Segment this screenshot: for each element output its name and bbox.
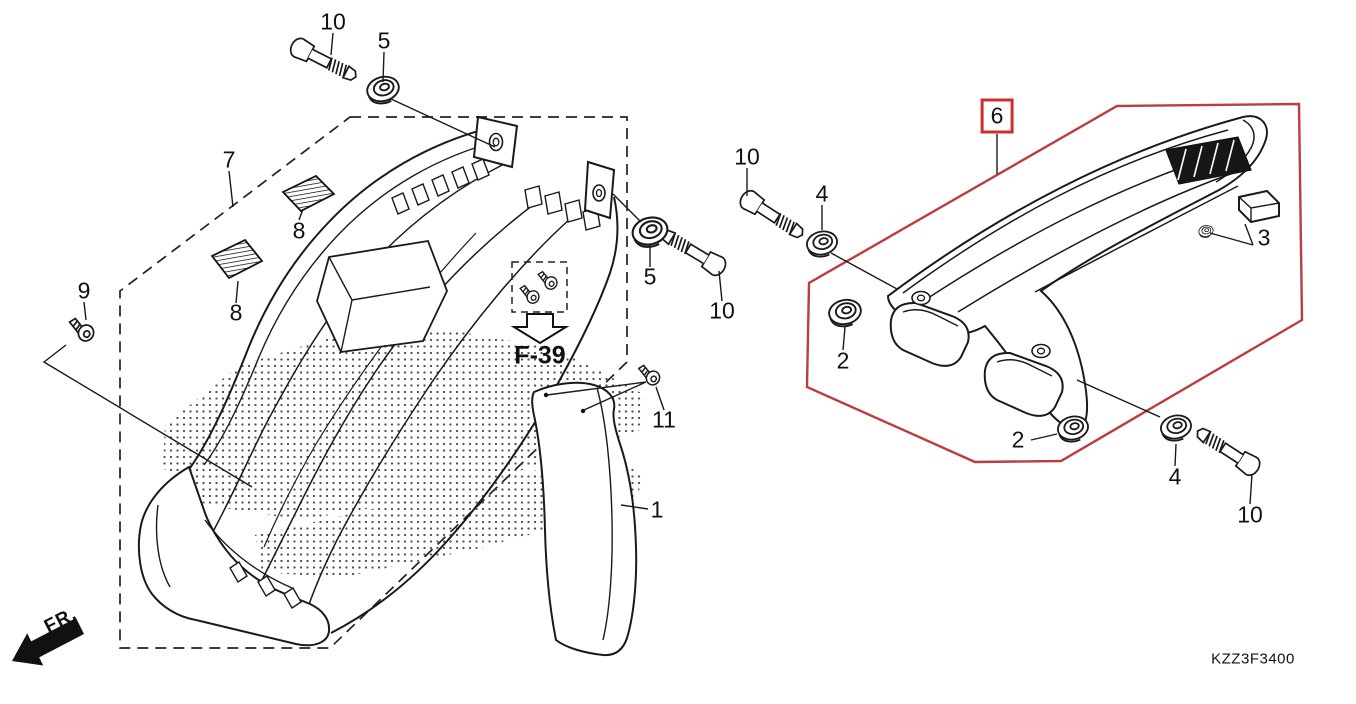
grommet-icon (825, 295, 865, 331)
callout-10[interactable]: 10 (320, 8, 346, 35)
screw-icon (64, 316, 98, 345)
left-fender-drawing (137, 115, 619, 647)
f39-reference-box (510, 261, 570, 345)
clip-nut-icon (1197, 223, 1215, 240)
highlight-outline (805, 102, 1304, 464)
left-assembly-boundary (119, 116, 628, 649)
leader-lines (42, 32, 1254, 510)
f39-page-reference[interactable]: F-39 (514, 341, 566, 370)
fr-direction-arrow (12, 618, 84, 666)
callout-7[interactable]: 7 (222, 146, 236, 173)
callout-5[interactable]: 5 (377, 27, 391, 54)
callout-6-highlighted[interactable]: 6 (980, 98, 1014, 134)
down-arrow-icon (510, 313, 570, 345)
callout-2[interactable]: 2 (836, 347, 850, 374)
callout-10[interactable]: 10 (1237, 501, 1263, 528)
callout-3[interactable]: 3 (1257, 224, 1271, 251)
bolt-icon (1191, 421, 1264, 480)
screw-icon (515, 283, 542, 306)
callout-5[interactable]: 5 (643, 263, 657, 290)
callout-8[interactable]: 8 (229, 299, 243, 326)
diagram-code: KZZ3F3400 (1211, 650, 1295, 668)
pad-icons (210, 174, 336, 280)
callout-10[interactable]: 10 (709, 297, 735, 324)
screw-icon (633, 363, 663, 388)
callout-4[interactable]: 4 (815, 180, 829, 207)
grommet-icon (1157, 411, 1195, 445)
screw-icon (533, 269, 560, 292)
callout-8[interactable]: 8 (292, 217, 306, 244)
callout-2[interactable]: 2 (1011, 426, 1025, 453)
callout-1[interactable]: 1 (650, 496, 664, 523)
callout-10[interactable]: 10 (734, 143, 760, 170)
bolt-icon (656, 223, 730, 280)
callout-11[interactable]: 11 (652, 406, 676, 433)
front-arrow-icon (12, 618, 84, 666)
callout-9[interactable]: 9 (77, 277, 91, 304)
bolt-icon (286, 34, 362, 87)
mud-flap-drawing (531, 381, 638, 657)
right-fender-drawing (886, 115, 1280, 431)
callout-4[interactable]: 4 (1168, 463, 1182, 490)
